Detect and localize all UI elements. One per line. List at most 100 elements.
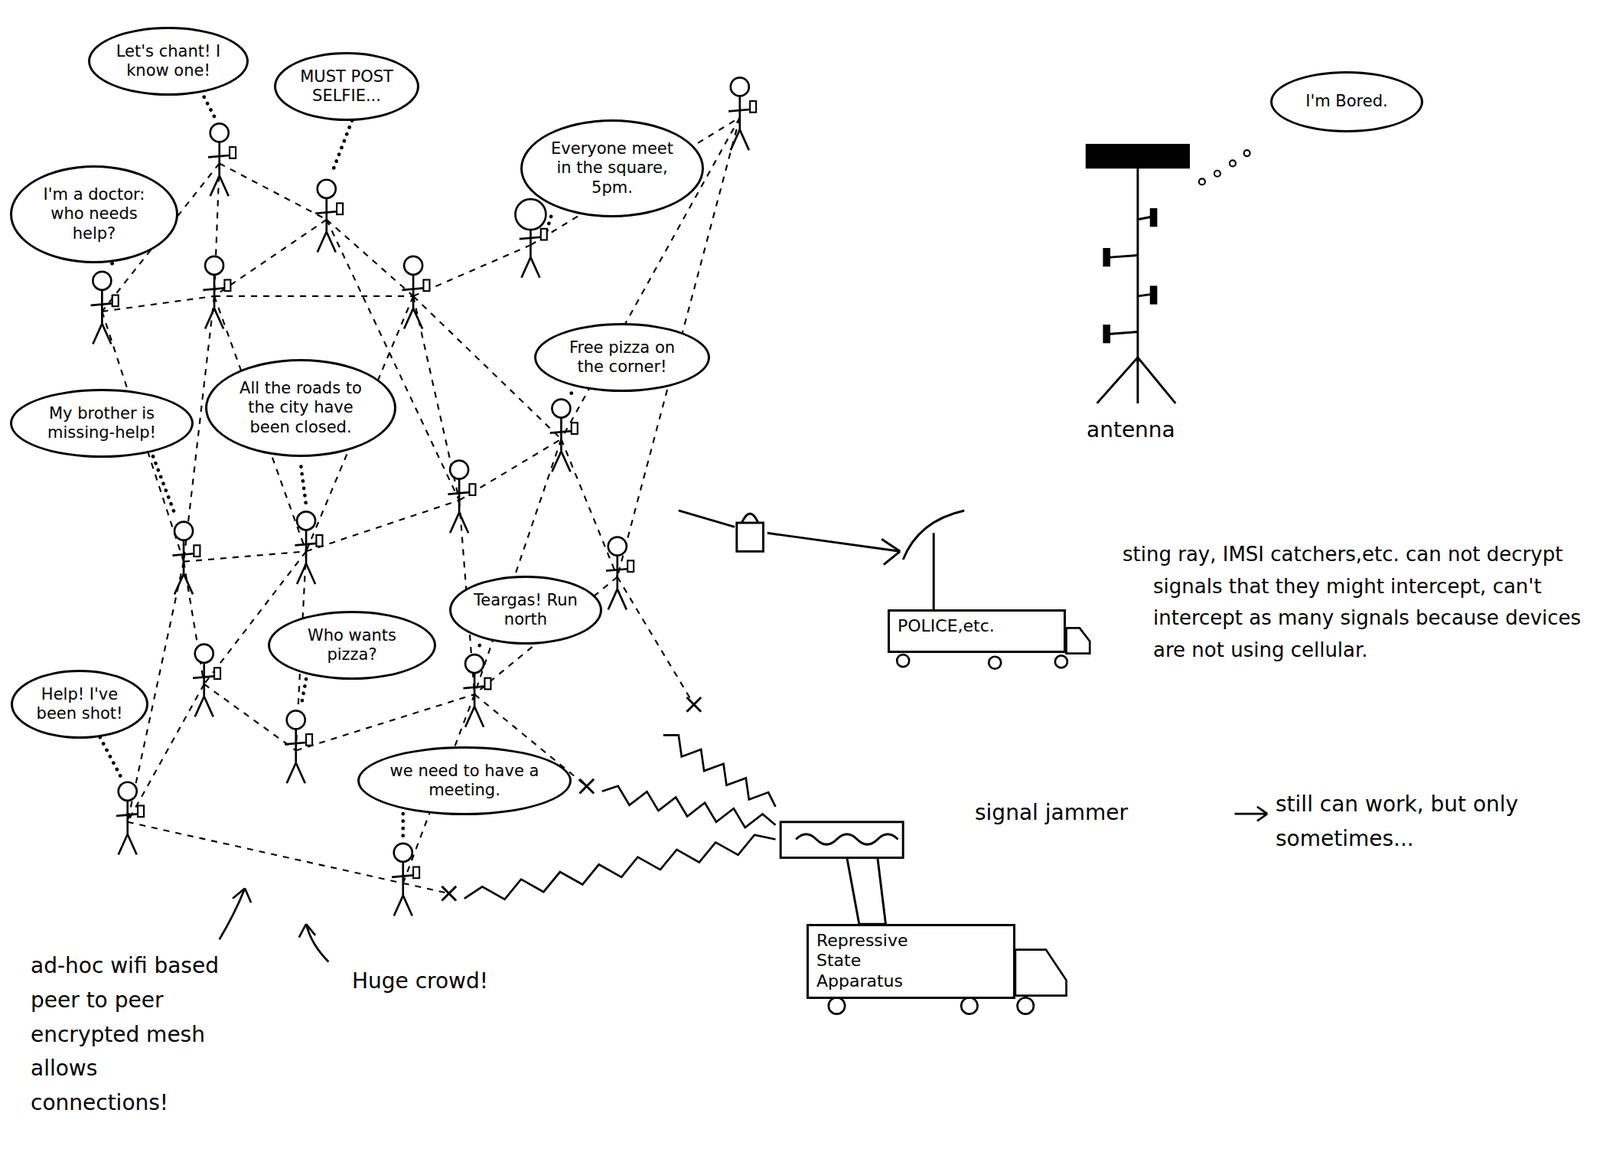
sketch-line xyxy=(1110,254,1138,258)
sketch-use xyxy=(192,644,221,717)
sketch-path xyxy=(1066,627,1091,653)
truck-body: POLICE,etc. xyxy=(887,609,1066,653)
speech-bubble: Everyone meet in the square, 5pm. xyxy=(520,119,704,218)
sketch-rect xyxy=(1104,325,1110,343)
sketch-path xyxy=(1097,357,1177,404)
sketch-polyline xyxy=(464,834,776,900)
bubble-text: I'm Bored. xyxy=(1291,91,1402,111)
sketch-use xyxy=(606,537,634,610)
sketch-line xyxy=(1110,332,1138,335)
bubble-text: Let's chant! I know one! xyxy=(110,42,227,81)
bubble-text: Help! I've been shot! xyxy=(29,684,130,724)
bubble-text: Teargas! Run north xyxy=(470,590,581,629)
sketch-path xyxy=(1015,949,1067,996)
sketch-circle xyxy=(1244,149,1251,157)
sketch-line xyxy=(932,532,936,610)
speech-dots xyxy=(100,97,1251,840)
pointer-arrows xyxy=(219,806,1268,962)
truck-text: POLICE,etc. xyxy=(897,615,1056,636)
bubble-text: Who wants pizza? xyxy=(291,625,413,665)
mesh-links xyxy=(101,117,740,893)
sketch-use xyxy=(315,179,343,253)
sketch-path xyxy=(299,923,330,962)
sketch-use xyxy=(462,654,491,727)
sketch-circle xyxy=(1055,654,1068,668)
sketch-circle xyxy=(1229,159,1236,167)
speech-bubble: Help! I've been shot! xyxy=(10,669,149,739)
bubble-text: we need to have a meeting. xyxy=(387,761,542,800)
sketch-path xyxy=(881,538,900,564)
sketch-rect xyxy=(780,821,903,858)
bubble-text: Everyone meet in the square, 5pm. xyxy=(546,139,679,198)
sketch-use xyxy=(294,511,323,584)
sketch-use xyxy=(202,256,231,330)
sketch-circle xyxy=(828,997,845,1014)
sketch-use xyxy=(550,399,578,473)
truck-text: Repressive State Apparatus xyxy=(816,930,932,991)
stick-figures xyxy=(91,77,757,916)
note-label: Huge crowd! xyxy=(351,964,551,999)
sketch-line xyxy=(579,778,594,794)
speech-bubble: Free pizza on the corner! xyxy=(534,322,711,392)
sketch-use xyxy=(447,460,476,534)
sketch-path xyxy=(795,834,898,844)
note-label: sting ray, IMSI catchers,etc. can not de… xyxy=(1122,538,1600,666)
sketch-line xyxy=(579,778,594,794)
sketch-circle xyxy=(514,198,546,230)
sketch-use xyxy=(401,256,430,330)
speech-bubble: All the roads to the city have been clos… xyxy=(205,358,397,457)
sketch-path xyxy=(219,888,251,940)
sketch-use xyxy=(116,782,144,855)
sketch-circle xyxy=(896,654,910,667)
bubble-text: MUST POST SELFIE... xyxy=(294,67,400,106)
sketch-rect xyxy=(1150,286,1157,304)
sketch-use xyxy=(172,521,200,595)
sketch-line xyxy=(686,697,701,712)
sketch-circle xyxy=(988,656,1001,669)
bubble-text: My brother is missing-help! xyxy=(35,404,169,443)
bubble-text: I'm a doctor: who needs help? xyxy=(33,185,155,244)
speech-bubble: Let's chant! I know one! xyxy=(87,26,249,96)
sketch-path xyxy=(678,510,900,551)
sketch-rect xyxy=(1104,248,1110,265)
speech-bubble: I'm Bored. xyxy=(1270,71,1424,133)
sketch-use xyxy=(728,77,757,150)
sketch-path xyxy=(1235,806,1268,822)
sketch-polygon xyxy=(847,857,887,924)
speech-bubble: Teargas! Run north xyxy=(449,575,603,645)
speech-bubble: Who wants pizza? xyxy=(267,610,437,680)
note-label: antenna xyxy=(1086,413,1286,448)
sketch-rect xyxy=(1086,144,1189,167)
truck-body: Repressive State Apparatus xyxy=(806,923,1016,999)
sketch-polyline xyxy=(663,734,776,806)
note-label: ad-hoc wifi based peer to peer encrypted… xyxy=(30,948,238,1121)
jammer-device xyxy=(780,821,903,924)
speech-bubble: I'm a doctor: who needs help? xyxy=(9,165,179,264)
bubble-text: Free pizza on the corner! xyxy=(558,338,686,377)
sketch-use xyxy=(284,710,313,783)
sketch-use xyxy=(391,843,420,916)
sketch-use xyxy=(208,123,236,196)
sketch-line xyxy=(441,886,457,901)
sketch-polyline xyxy=(602,785,776,828)
sketch-rect xyxy=(1150,208,1157,225)
dish-and-arrow xyxy=(678,510,965,610)
antenna-tower xyxy=(1086,144,1189,403)
sketch-path xyxy=(741,513,758,523)
sketch-circle xyxy=(961,997,978,1014)
sketch-circle xyxy=(1017,997,1034,1014)
sketch-line xyxy=(686,697,701,712)
speech-bubble: My brother is missing-help! xyxy=(9,388,194,458)
sketch-line xyxy=(1136,167,1139,363)
sketch-line xyxy=(441,886,457,901)
speech-bubble: MUST POST SELFIE... xyxy=(273,52,420,121)
sketch-path xyxy=(101,117,740,893)
bubble-text: All the roads to the city have been clos… xyxy=(231,378,370,437)
sketch-use xyxy=(91,271,119,345)
note-label: signal jammer xyxy=(974,795,1144,831)
speech-bubble: we need to have a meeting. xyxy=(357,746,572,815)
sketch-circle xyxy=(1199,178,1206,185)
sketch-rect xyxy=(736,522,764,551)
sketch-circle xyxy=(1214,170,1221,177)
